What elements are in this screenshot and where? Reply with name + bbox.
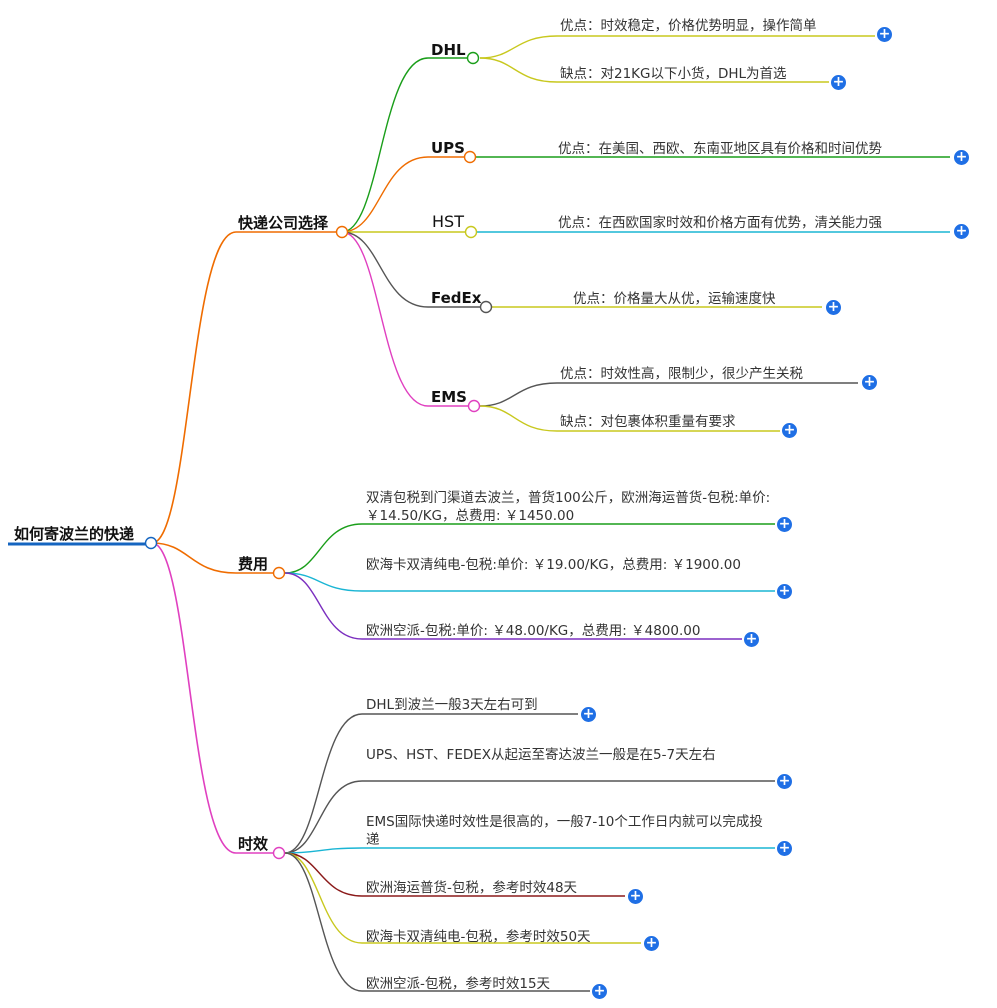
expand-button[interactable]: + [628,888,643,904]
courier-ems-label[interactable]: EMS [431,388,467,406]
expand-button[interactable]: + [954,149,969,165]
link-courier-1 [341,156,429,233]
node-dot-courier[interactable] [335,225,349,239]
node-dot-courier-1[interactable] [463,150,477,164]
link-leaf-0-0 [479,35,558,59]
time-truck-text: 欧海卡双清纯电-包税，参考时效50天 [366,929,591,945]
node-dot-courier-2[interactable] [464,225,478,239]
courier-fedex-label[interactable]: FedEx [431,289,482,307]
courier-hst-label[interactable]: HST [432,212,464,231]
link-courier-3 [341,231,429,308]
ems-pro-text: 优点：时效性高，限制少，很少产生关税 [560,366,803,382]
time-dhl-text: DHL到波兰一般3天左右可到 [366,697,538,713]
cost-sea-text: 双清包税到门渠道去波兰，普货100公斤，欧洲海运普货-包税:单价: ￥14.50… [366,490,771,524]
hst-pro-text: 优点：在西欧国家时效和价格方面有优势，清关能力强 [558,215,882,231]
link-time-2 [284,847,363,854]
node-dot-courier-3[interactable] [479,300,493,314]
expand-button[interactable]: + [581,706,596,722]
ups-pro-text: 优点：在美国、西欧、东南亚地区具有价格和时间优势 [558,141,882,157]
link-courier-4 [341,231,429,407]
root-node-label[interactable]: 如何寄波兰的快递 [14,525,135,543]
link-root-courier [151,231,237,544]
time-ups-text: UPS、HST、FEDEX从起运至寄达波兰一般是在5-7天左右 [366,747,716,763]
cost-air-text: 欧洲空派-包税:单价: ￥48.00/KG，总费用: ￥4800.00 [366,623,701,639]
fedex-pro-text: 优点：价格量大从优，运输速度快 [573,291,776,307]
branch-courier-label[interactable]: 快递公司选择 [238,214,329,232]
link-cost-1 [284,572,363,592]
expand-button[interactable]: + [862,374,877,390]
expand-button[interactable]: + [777,516,792,532]
branch-cost-label[interactable]: 费用 [238,555,269,573]
branch-time-label[interactable]: 时效 [238,835,269,853]
expand-button[interactable]: + [954,223,969,239]
link-leaf-4-0 [479,382,558,407]
expand-button[interactable]: + [782,422,797,438]
dhl-con-text: 缺点：对21KG以下小货，DHL为首选 [560,66,787,82]
cost-truck-text: 欧海卡双清纯电-包税:单价: ￥19.00/KG，总费用: ￥1900.00 [366,557,741,573]
link-cost-0 [284,523,363,574]
link-time-1 [284,780,363,854]
node-dot-courier-4[interactable] [467,399,481,413]
time-air-text: 欧洲空派-包税，参考时效15天 [366,976,551,992]
expand-button[interactable]: + [777,773,792,789]
link-courier-0 [341,57,429,233]
expand-button[interactable]: + [744,631,759,647]
dhl-pro-text: 优点：时效稳定，价格优势明显，操作简单 [560,18,817,34]
link-cost-2 [284,572,363,640]
expand-button[interactable]: + [777,840,792,856]
node-dot-root[interactable] [144,536,158,550]
link-root-time [151,542,237,854]
link-time-4 [284,852,363,944]
expand-button[interactable]: + [644,935,659,951]
time-ems-text: EMS国际快递时效性是很高的，一般7-10个工作日内就可以完成投递 [366,814,763,848]
link-time-3 [284,852,363,897]
expand-button[interactable]: + [826,299,841,315]
time-sea-text: 欧洲海运普货-包税，参考时效48天 [366,880,578,896]
link-time-0 [284,713,363,854]
expand-button[interactable]: + [877,26,892,42]
link-time-5 [284,852,363,992]
ems-con-text: 缺点：对包裹体积重量有要求 [560,414,736,430]
link-leaf-0-1 [479,57,558,83]
node-dot-cost[interactable] [272,566,286,580]
node-dot-courier-0[interactable] [466,51,480,65]
courier-dhl-label[interactable]: DHL [431,41,466,59]
expand-button[interactable]: + [592,983,607,999]
courier-ups-label[interactable]: UPS [431,139,465,157]
link-root-cost [151,542,237,574]
expand-button[interactable]: + [777,583,792,599]
link-leaf-4-1 [479,405,558,432]
node-dot-time[interactable] [272,846,286,860]
expand-button[interactable]: + [831,74,846,90]
